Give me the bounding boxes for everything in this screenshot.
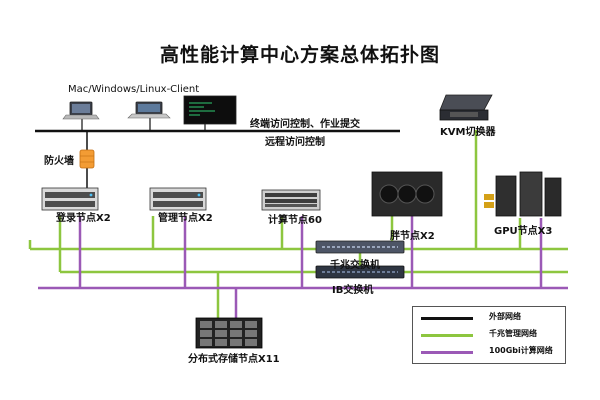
- legend-swatch: [421, 351, 473, 354]
- management-node-label: 管理节点X2: [158, 213, 213, 224]
- kvm-label: KVM切换器: [440, 127, 496, 138]
- gigabit-switch-label: 千兆交换机: [330, 260, 380, 271]
- clients-label: Mac/Windows/Linux-Client: [68, 84, 200, 95]
- fat-node-label: 胖节点X2: [390, 231, 435, 242]
- legend-item-compute: 100Gbi计算网络: [421, 345, 561, 359]
- gigabit-switch-icon: [315, 240, 405, 254]
- firewall-icon: [79, 149, 95, 169]
- client-laptop-icon: [127, 101, 171, 119]
- firewall-label: 防火墙: [44, 156, 74, 167]
- fat-node-server-icon: [371, 171, 443, 217]
- legend-label: 千兆管理网络: [489, 329, 537, 338]
- legend: 外部网络 千兆管理网络 100Gbi计算网络: [412, 306, 566, 364]
- client-laptop-icon: [62, 101, 100, 120]
- ib-switch-label: IB交换机: [332, 285, 374, 296]
- client-monitor-icon: [183, 95, 237, 125]
- legend-item-gigabit: 千兆管理网络: [421, 328, 561, 342]
- login-node-label: 登录节点X2: [56, 213, 111, 224]
- legend-swatch: [421, 334, 473, 337]
- login-node-server-icon: [41, 187, 99, 211]
- gpu-node-label: GPU节点X3: [494, 226, 553, 237]
- management-node-server-icon: [149, 187, 207, 211]
- access-control-label: 终端访问控制、作业提交: [250, 119, 360, 130]
- ib-switch-icon: [315, 265, 405, 279]
- diagram-title: 高性能计算中心方案总体拓扑图: [159, 44, 440, 66]
- kvm-switch-icon: [439, 94, 493, 121]
- legend-label: 100Gbi计算网络: [489, 346, 553, 355]
- compute-node-server-icon: [261, 189, 321, 211]
- legend-item-external: 外部网络: [421, 311, 561, 325]
- storage-node-label: 分布式存储节点X11: [188, 354, 280, 365]
- legend-label: 外部网络: [489, 312, 521, 321]
- gpu-node-tower-icon: [484, 171, 562, 217]
- remote-access-label: 远程访问控制: [265, 137, 325, 148]
- compute-node-label: 计算节点60: [268, 215, 322, 226]
- storage-rack-icon: [195, 317, 263, 349]
- legend-swatch: [421, 317, 473, 320]
